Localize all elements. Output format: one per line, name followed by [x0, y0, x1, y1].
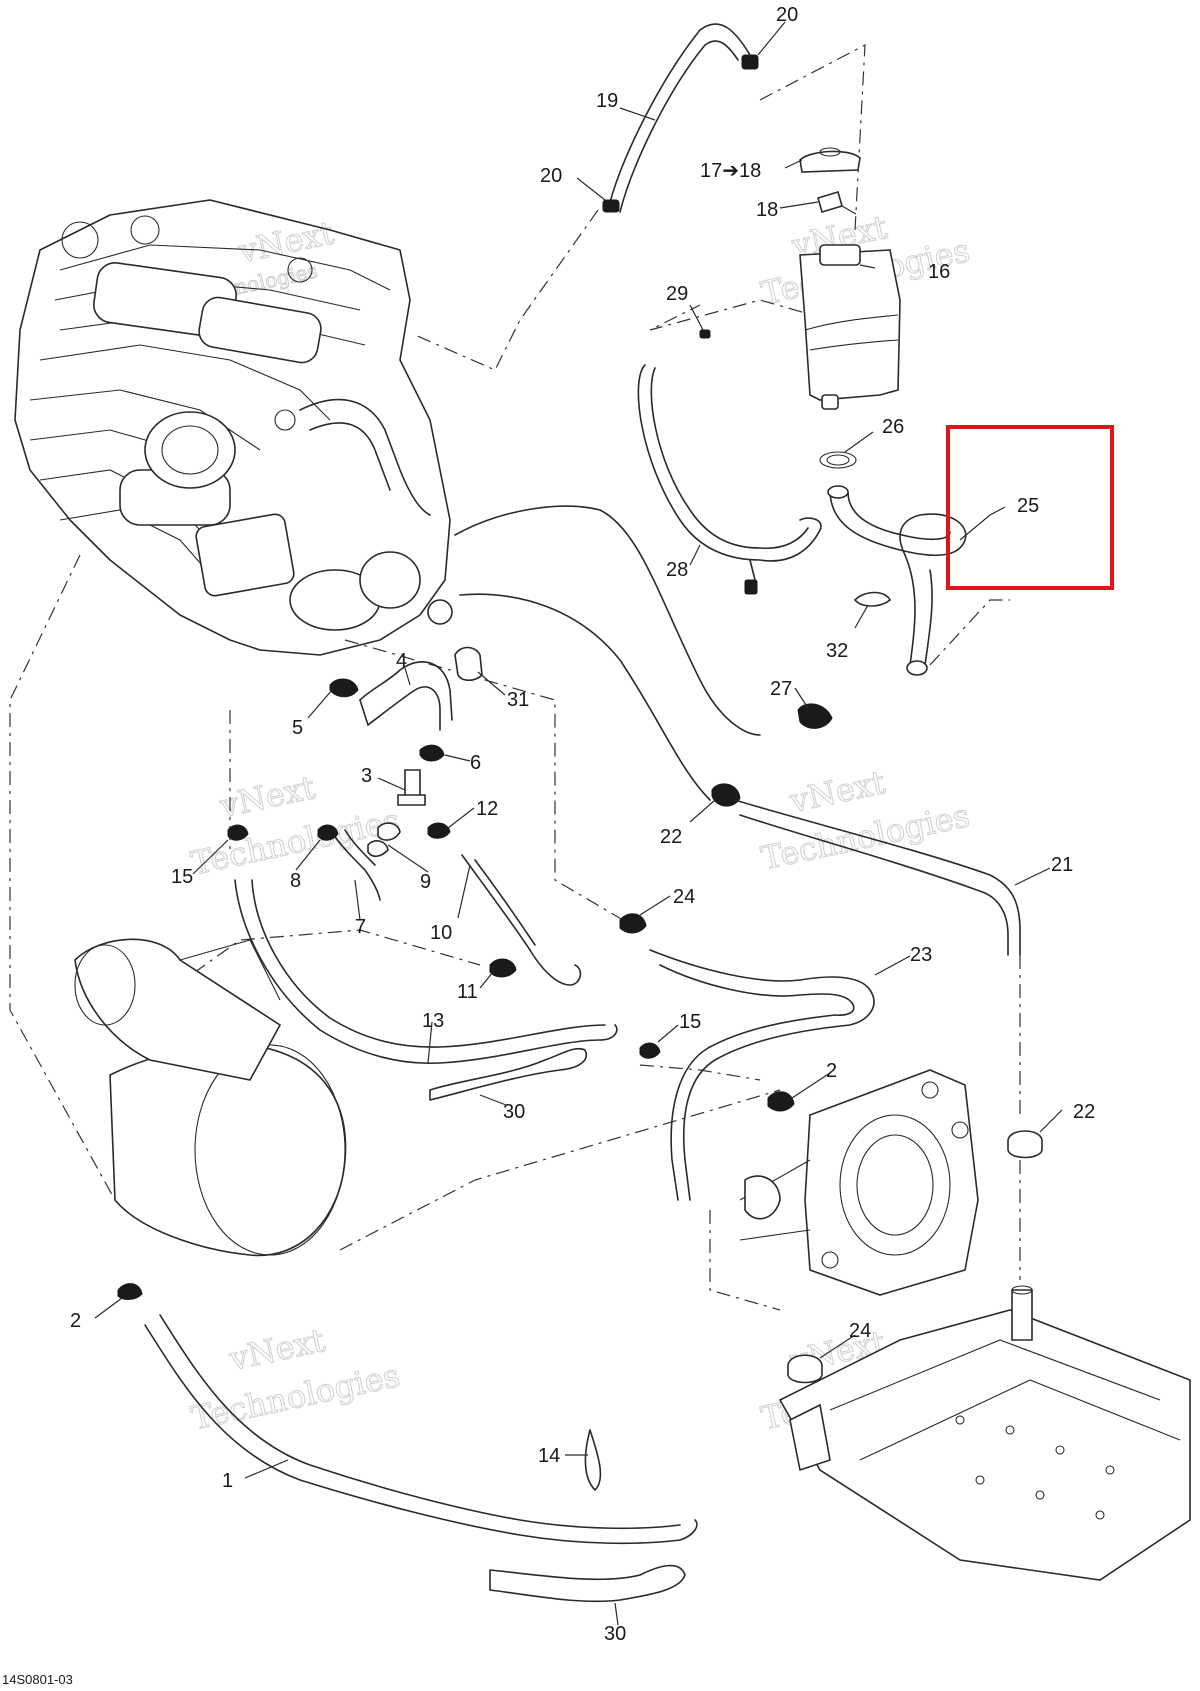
highlight-box-part-25: [946, 425, 1114, 590]
callout-24-lower[interactable]: 24: [849, 1320, 871, 1342]
callout-22-upper[interactable]: 22: [660, 826, 682, 848]
callout-5[interactable]: 5: [292, 717, 303, 739]
callout-4[interactable]: 4: [396, 650, 407, 672]
callout-8[interactable]: 8: [290, 870, 301, 892]
callout-23[interactable]: 23: [910, 944, 932, 966]
callout-28[interactable]: 28: [666, 559, 688, 581]
watermark-text: vNext: [786, 763, 889, 820]
callout-3[interactable]: 3: [361, 765, 372, 787]
callout-19[interactable]: 19: [596, 90, 618, 112]
callout-30-upper[interactable]: 30: [503, 1101, 525, 1123]
callout-7[interactable]: 7: [355, 916, 366, 938]
callout-2-right[interactable]: 2: [826, 1060, 837, 1082]
callout-24-upper[interactable]: 24: [673, 886, 695, 908]
callout-18[interactable]: 18: [756, 199, 778, 221]
callout-11[interactable]: 11: [457, 981, 478, 1003]
callout-32[interactable]: 32: [826, 640, 848, 662]
callout-31[interactable]: 31: [507, 689, 529, 711]
callout-2-left[interactable]: 2: [70, 1310, 81, 1332]
callout-27[interactable]: 27: [770, 678, 792, 700]
callout-1[interactable]: 1: [222, 1470, 233, 1492]
leader-lines: [94, 21, 1063, 1626]
callout-labels: 20 19 20 17➔18 18 16 29 26 25 28 32 27 4…: [70, 4, 1114, 1645]
watermark-text: vNext: [216, 768, 319, 825]
callout-21[interactable]: 21: [1051, 854, 1073, 876]
callout-17-to-18[interactable]: 17➔18: [700, 160, 761, 182]
watermark-text: vNext: [225, 1321, 328, 1378]
callout-14[interactable]: 14: [538, 1445, 560, 1467]
callout-15-upper[interactable]: 15: [171, 866, 193, 888]
callout-12[interactable]: 12: [476, 798, 498, 820]
hoses-and-parts: [74, 23, 1191, 1603]
callout-25[interactable]: 25: [1017, 495, 1039, 517]
callout-13[interactable]: 13: [422, 1010, 444, 1032]
callout-30-lower[interactable]: 30: [604, 1623, 626, 1645]
figure-code: 14S0801-03: [2, 1672, 73, 1687]
routing-lines: [9, 43, 1021, 1311]
callout-9[interactable]: 9: [420, 871, 431, 893]
callout-20-top[interactable]: 20: [776, 4, 798, 26]
callout-26[interactable]: 26: [882, 416, 904, 438]
callout-16[interactable]: 16: [928, 261, 950, 283]
callout-6[interactable]: 6: [470, 752, 481, 774]
engine-assembly: [14, 199, 453, 656]
callout-22-lower[interactable]: 22: [1073, 1101, 1095, 1123]
watermark-text: Technologies: [188, 1356, 403, 1437]
callout-29[interactable]: 29: [666, 283, 688, 305]
callout-10[interactable]: 10: [430, 922, 452, 944]
callout-15-lower[interactable]: 15: [679, 1011, 701, 1033]
callout-20-left[interactable]: 20: [540, 165, 562, 187]
watermark-text: vNext: [234, 213, 337, 270]
